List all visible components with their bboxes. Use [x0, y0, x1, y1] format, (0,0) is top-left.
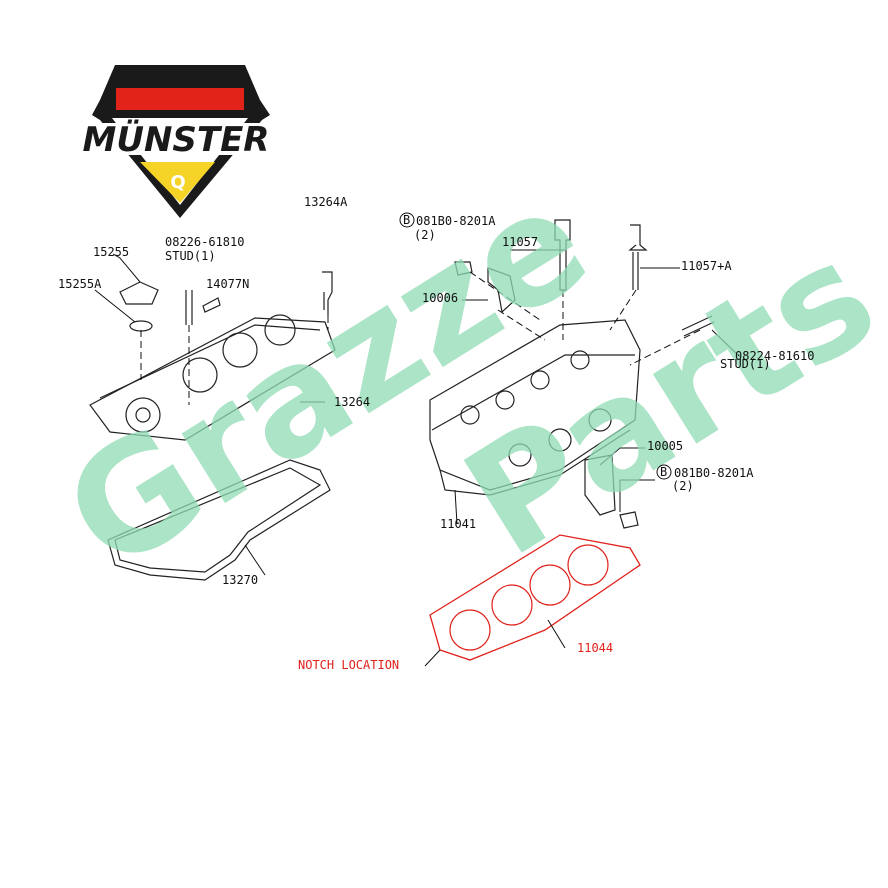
label-13270: 13270: [222, 573, 258, 587]
label-11041: 11041: [440, 517, 476, 531]
label-11057: 11057: [502, 235, 538, 249]
oil-filler-cap-15255: [119, 281, 159, 332]
label-15255a: 15255A: [58, 277, 102, 291]
stud-08224: [681, 315, 715, 337]
bolt-bottom-symbol: B: [660, 465, 667, 479]
cylinder-head-11041: [429, 319, 641, 496]
gasket-14077n: [202, 297, 221, 313]
bolt-11057: [554, 219, 571, 291]
label-bolt-bottom-qty: (2): [672, 479, 694, 493]
label-13264a: 13264A: [304, 195, 348, 209]
label-14077n: 14077N: [206, 277, 249, 291]
valve-cover-13264: [89, 314, 336, 441]
label-bolt-top: 081B0-8201A: [416, 214, 496, 228]
label-10006: 10006: [422, 291, 458, 305]
label-bolt-top-qty: (2): [414, 228, 436, 242]
label-08224-note: STUD(1): [720, 357, 771, 371]
bolt-081b0-bottom: [619, 511, 639, 529]
bracket-10005: [584, 454, 616, 516]
label-13264: 13264: [334, 395, 370, 409]
head-gasket-11044: [429, 534, 641, 661]
label-10005: 10005: [647, 439, 683, 453]
label-11057a: 11057+A: [681, 259, 732, 273]
munster-logo: MÜNSTER Q: [52, 65, 300, 218]
bolt-081b0-top: [454, 261, 473, 276]
label-bolt-bottom: 081B0-8201A: [674, 466, 754, 480]
stud-08226: [185, 290, 193, 325]
bolt-13264a: [322, 271, 333, 316]
label-08226-note: STUD(1): [165, 249, 216, 263]
label-15255: 15255: [93, 245, 129, 259]
label-08226: 08226-61810: [165, 235, 244, 249]
logo-brand-text: MÜNSTER: [83, 119, 270, 160]
bolt-top-symbol: B: [403, 213, 410, 227]
logo-badge-letter: Q: [170, 172, 185, 193]
gasket-13270: [107, 459, 331, 581]
label-notch-location: NOTCH LOCATION: [298, 658, 399, 672]
label-08224: 08224-81610: [735, 349, 814, 363]
label-11044: 11044: [577, 641, 613, 655]
bolt-11057a: [628, 224, 648, 290]
